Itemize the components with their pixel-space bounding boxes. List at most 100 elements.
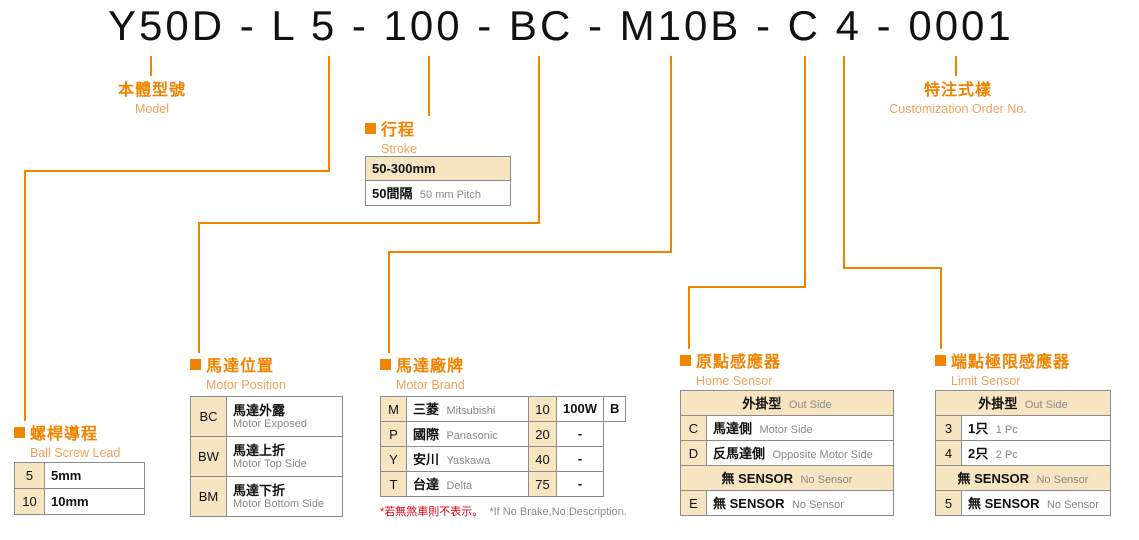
connector-stroke — [428, 56, 430, 116]
motor-brake-cell-empty — [603, 472, 625, 497]
no-sensor-en: No Sensor — [1036, 474, 1089, 486]
motor-power-cell: - — [556, 446, 604, 472]
table-row: 50間隔 50 mm Pitch — [365, 180, 511, 206]
connector-motor-brand-h — [388, 251, 672, 253]
home-sensor-header-en: Out Side — [788, 399, 832, 411]
table-row: D 反馬達側 Opposite Motor Side — [680, 440, 894, 466]
limit-sensor-zh: 1只 — [968, 421, 989, 436]
motor-brand-footnote: *若無煞車則不表示。 *If No Brake,No Description. — [380, 503, 627, 519]
lead-value: 5mm — [51, 467, 82, 483]
home-sensor-en: Motor Side — [759, 424, 813, 436]
connector-motor-brand-v2 — [388, 251, 390, 353]
motor-brand-en: Yaskawa — [446, 455, 491, 467]
limit-sensor-title-en: Limit Sensor — [951, 374, 1021, 388]
connector-lead-v2 — [24, 170, 26, 421]
motor-position-desc-cell: 馬達上折 Motor Top Side — [226, 436, 343, 477]
ball-screw-lead-title-en: Ball Screw Lead — [30, 446, 121, 460]
motor-power-code: 75 — [528, 471, 557, 497]
table-row: T 台達 Delta 75 - — [380, 471, 626, 497]
ball-screw-lead-table: 5 5mm 10 10mm — [14, 462, 145, 515]
no-sensor-en: No Sensor — [800, 474, 853, 486]
home-sensor-header-zh: 外掛型 — [742, 396, 782, 411]
table-row: E 無 SENSOR No Sensor — [680, 490, 894, 516]
motor-brand-code: P — [380, 421, 407, 447]
lead-code: 5 — [14, 462, 45, 489]
motor-power-cell: - — [556, 471, 604, 497]
limit-sensor-header-cell: 外掛型 Out Side — [935, 390, 1111, 416]
no-sensor-zh: 無 SENSOR — [721, 471, 794, 486]
table-row: P 國際 Panasonic 20 - — [380, 421, 626, 447]
motor-brake: B — [609, 401, 620, 416]
stroke-range: 50-300mm — [372, 160, 436, 176]
table-row: 10 10mm — [14, 488, 145, 515]
stroke-section-label: 行程 Stroke — [365, 116, 417, 156]
limit-sensor-en: 1 Pc — [995, 424, 1018, 436]
model-title-zh: 本體型號 — [117, 82, 186, 99]
motor-brand-en: Panasonic — [446, 430, 498, 442]
stroke-title-zh: 行程 — [381, 122, 416, 139]
connector-limit-sensor-v1 — [843, 56, 845, 269]
motor-position-code: BC — [190, 396, 227, 437]
table-row: 4 2只 2 Pc — [935, 440, 1111, 466]
connector-home-sensor-h — [688, 286, 806, 288]
connector-lead-v1 — [328, 56, 330, 172]
stroke-pitch-en: 50 mm Pitch — [419, 189, 482, 201]
table-row: 外掛型 Out Side — [935, 390, 1111, 416]
home-sensor-title-zh: 原點感應器 — [696, 354, 782, 371]
motor-brake-cell: B — [602, 396, 627, 422]
limit-sensor-table: 外掛型 Out Side 3 1只 1 Pc 4 2只 2 Pc 無 SENSO… — [935, 390, 1111, 516]
motor-brand-section-label: 馬達廠牌 Motor Brand — [380, 352, 465, 392]
motor-power: - — [577, 426, 583, 441]
home-sensor-no-sensor-cell: 無 SENSOR No Sensor — [680, 465, 894, 491]
motor-brand-zh: 安川 — [413, 452, 440, 467]
customization-title-zh: 特注式樣 — [923, 82, 992, 99]
connector-lead-h — [24, 170, 330, 172]
model-number-title: Y50D - L 5 - 100 - BC - M10B - C 4 - 000… — [108, 2, 1014, 49]
motor-brand-bullet-icon — [380, 358, 391, 370]
motor-position-desc-cell: 馬達外露 Motor Exposed — [226, 396, 343, 437]
limit-sensor-desc-cell: 無 SENSOR No Sensor — [961, 490, 1111, 516]
motor-position-en: Motor Top Side — [233, 457, 307, 470]
home-sensor-code: C — [680, 415, 707, 441]
lead-value-cell: 10mm — [44, 488, 145, 515]
home-sensor-header-cell: 外掛型 Out Side — [680, 390, 894, 416]
motor-power: - — [577, 451, 583, 466]
home-sensor-table: 外掛型 Out Side C 馬達側 Motor Side D 反馬達側 Opp… — [680, 390, 894, 516]
motor-position-title-zh: 馬達位置 — [206, 358, 275, 375]
stroke-table: 50-300mm 50間隔 50 mm Pitch — [365, 156, 511, 206]
limit-sensor-code: 5 — [935, 490, 962, 516]
motor-power-cell: - — [556, 421, 604, 447]
model-section-label: 本體型號 Model — [110, 76, 194, 116]
motor-brand-title-zh: 馬達廠牌 — [396, 358, 465, 375]
customization-title-en: Customization Order No. — [889, 102, 1027, 116]
table-row: 無 SENSOR No Sensor — [680, 465, 894, 491]
table-row: C 馬達側 Motor Side — [680, 415, 894, 441]
limit-sensor-no-sensor-cell: 無 SENSOR No Sensor — [935, 465, 1111, 491]
motor-position-table: BC 馬達外露 Motor Exposed BW 馬達上折 Motor Top … — [190, 396, 343, 517]
limit-sensor-section-label: 端點極限感應器 Limit Sensor — [935, 348, 1070, 388]
connector-home-sensor-v2 — [688, 286, 690, 349]
lead-value-cell: 5mm — [44, 462, 145, 489]
limit-sensor-title-zh: 端點極限感應器 — [951, 354, 1071, 371]
connector-model — [150, 56, 152, 76]
motor-power-code: 10 — [528, 396, 557, 422]
motor-position-zh: 馬達上折 — [233, 442, 286, 458]
home-sensor-bullet-icon — [680, 354, 691, 366]
motor-brand-zh: 三菱 — [413, 402, 440, 417]
motor-brand-name-cell: 安川 Yaskawa — [406, 446, 529, 472]
stroke-bullet-icon — [365, 122, 376, 134]
home-sensor-title-en: Home Sensor — [696, 374, 773, 388]
home-sensor-code: D — [680, 440, 707, 466]
motor-power: 100W — [563, 401, 597, 416]
motor-brake-cell-empty — [603, 422, 625, 447]
motor-brand-name-cell: 三菱 Mitsubishi — [406, 396, 529, 422]
model-title-en: Model — [134, 102, 170, 116]
home-sensor-zh: 無 SENSOR — [713, 496, 785, 511]
table-row: Y 安川 Yaskawa 40 - — [380, 446, 626, 472]
home-sensor-desc-cell: 無 SENSOR No Sensor — [706, 490, 894, 516]
motor-brand-code: T — [380, 471, 407, 497]
motor-power: - — [577, 476, 583, 491]
table-row: BW 馬達上折 Motor Top Side — [190, 436, 343, 477]
table-row: 外掛型 Out Side — [680, 390, 894, 416]
